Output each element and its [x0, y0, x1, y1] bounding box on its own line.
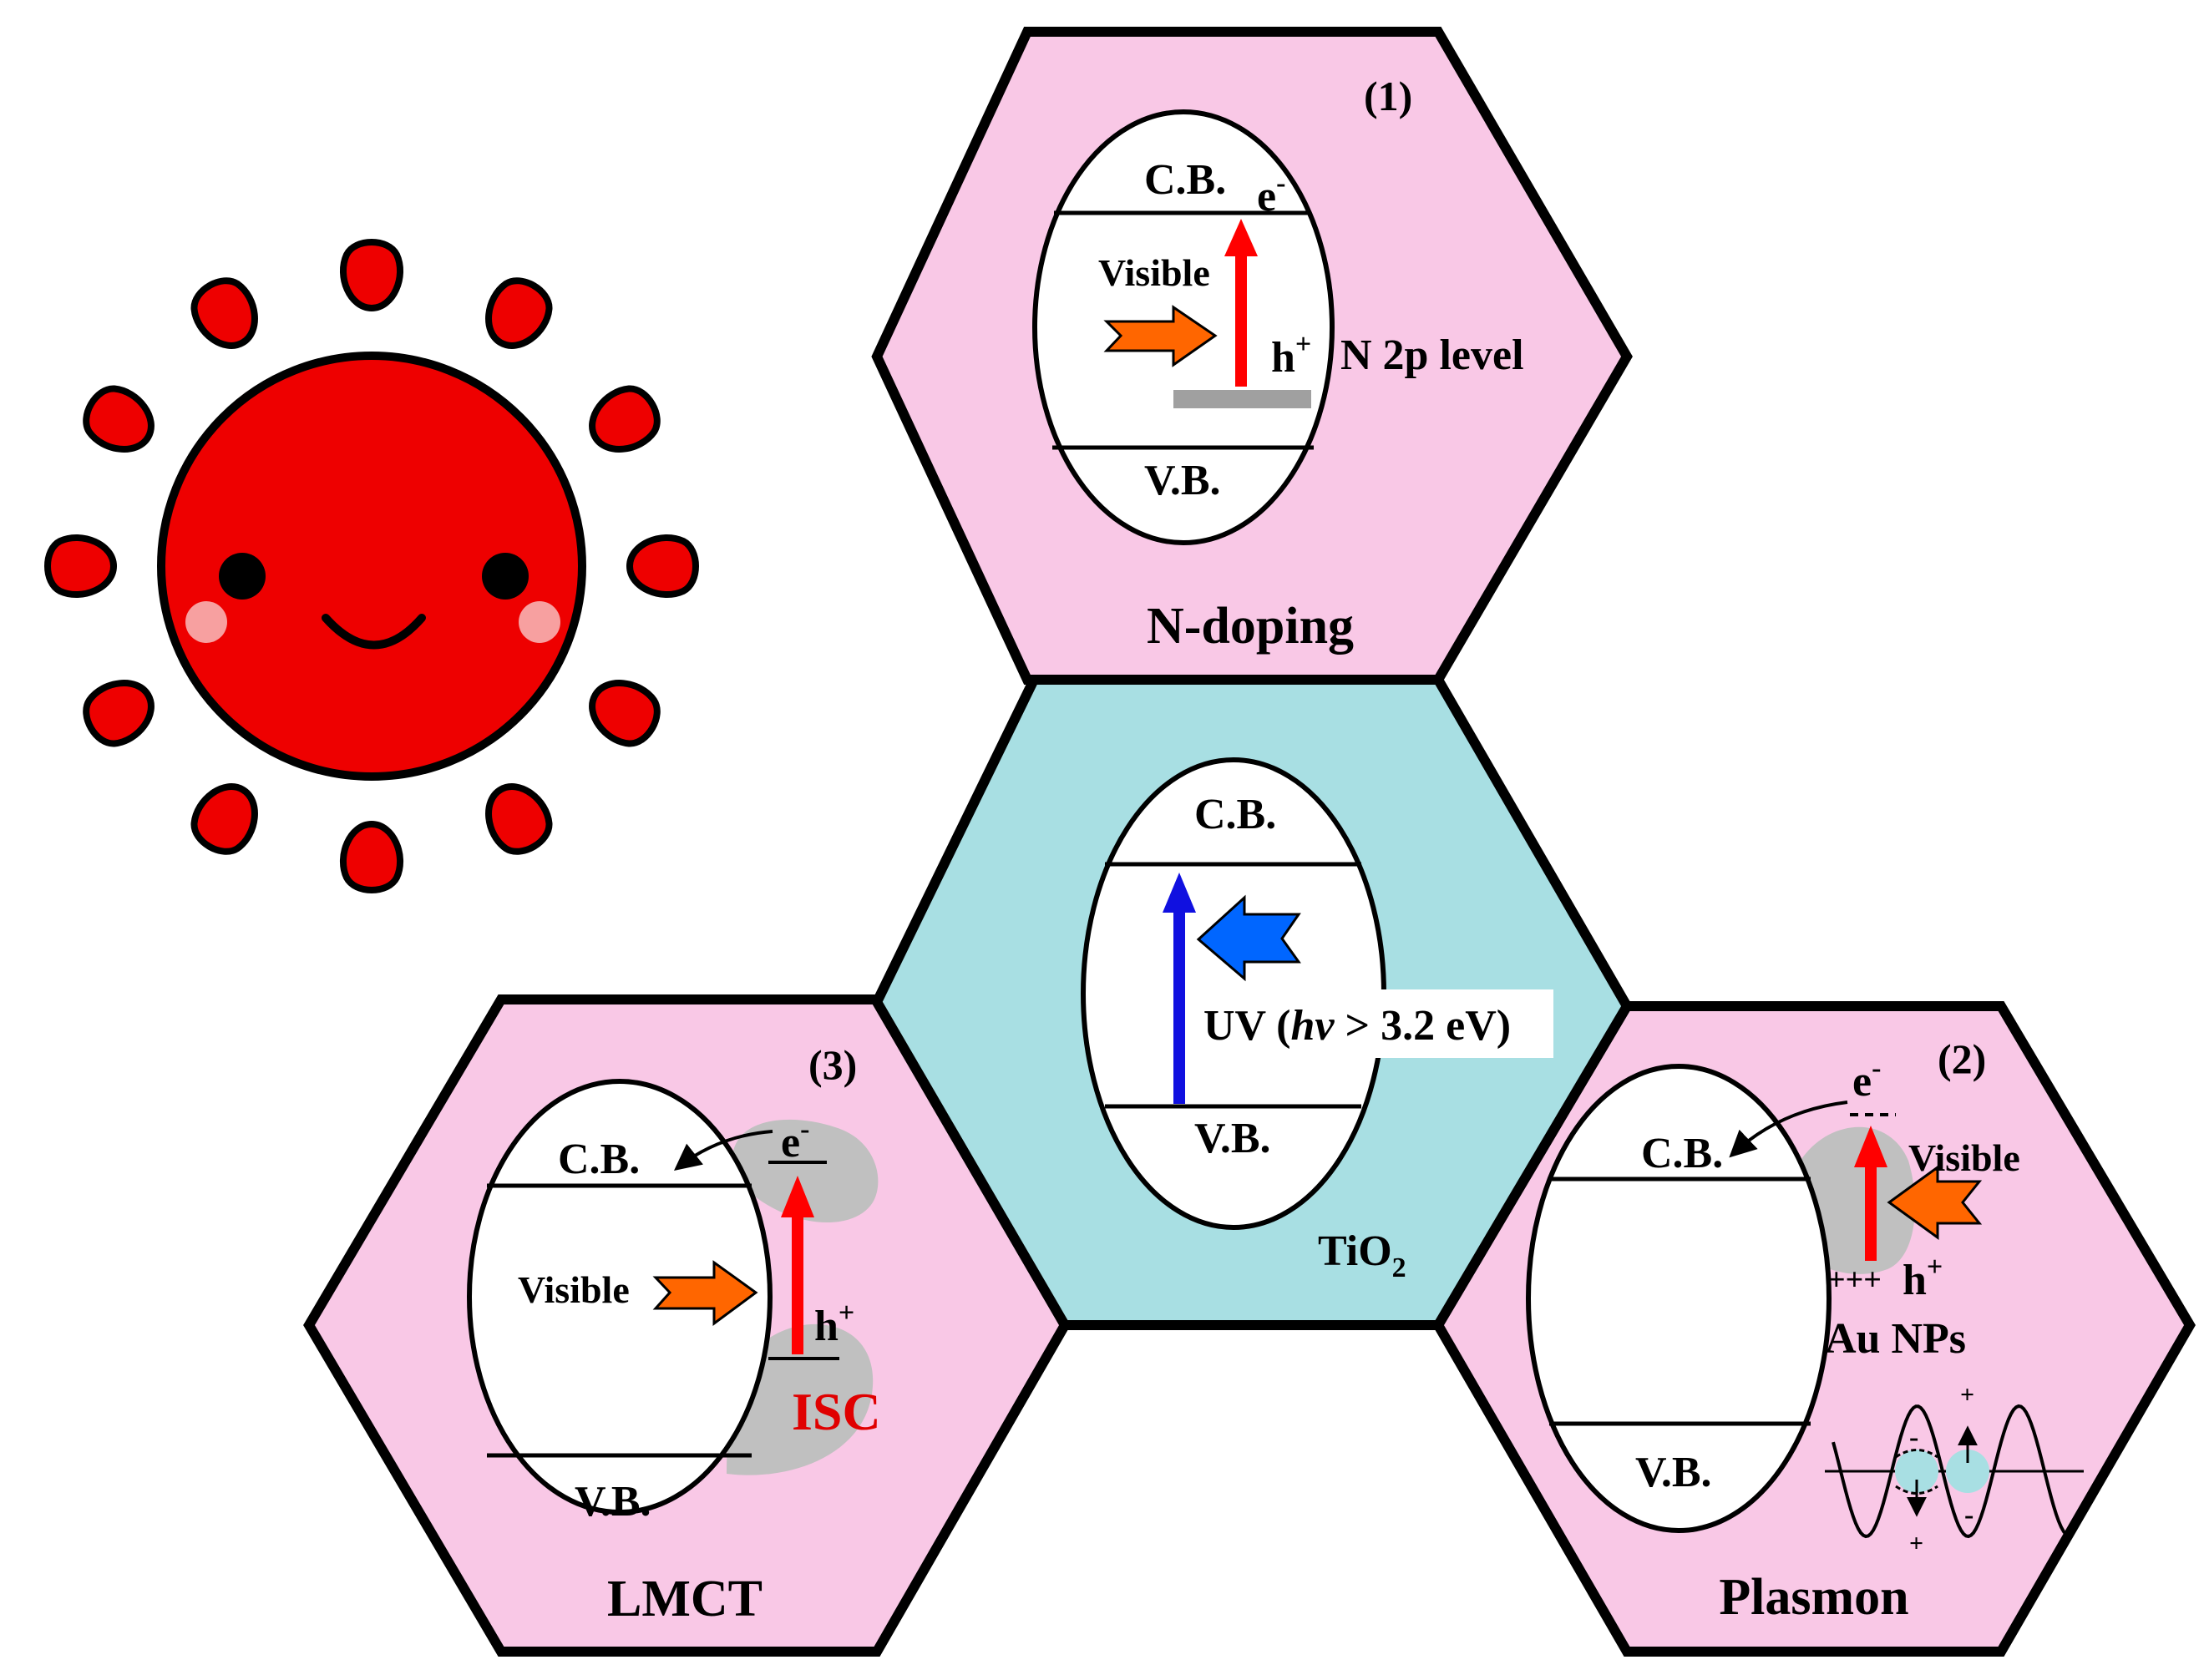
- vb-label: V.B.: [1635, 1449, 1712, 1496]
- material-label: TiO2: [1318, 1227, 1406, 1283]
- hole-label: h+: [814, 1298, 854, 1350]
- cb-label: C.B.: [1194, 791, 1276, 838]
- wave-minus-label: -: [1909, 1422, 1918, 1453]
- sun-ray: [485, 783, 553, 855]
- isc-label: ISC: [792, 1382, 881, 1441]
- visible-label: Visible: [1098, 251, 1210, 294]
- sun-ray: [626, 534, 699, 598]
- sun-ray: [83, 680, 155, 747]
- sun-ray: [83, 385, 155, 453]
- wave-minus-label-bottom: -: [1964, 1500, 1973, 1531]
- panel-number: (2): [1938, 1035, 1986, 1082]
- visible-light-arrow: [652, 1260, 758, 1326]
- plasmon-oscillation-icon: - + + -: [1825, 1381, 2084, 1557]
- n2p-level-bar: [1173, 390, 1311, 408]
- sun-icon: [44, 239, 699, 893]
- uv-light-arrow: [1196, 894, 1301, 982]
- sun-ray: [589, 680, 661, 747]
- uv-label: UV (hv > 3.2 eV): [1203, 1002, 1511, 1050]
- electron-label: e-: [781, 1114, 809, 1166]
- uv-excitation-arrow: [1163, 873, 1196, 913]
- electron-label: e-: [1852, 1053, 1881, 1106]
- hole-label: h+: [1271, 329, 1311, 382]
- sun-rays: [44, 239, 699, 893]
- panel-n-doping: (1) C.B. e- Visible h+ N 2p level V.B. N…: [1032, 73, 1524, 655]
- vb-label: V.B.: [1194, 1115, 1271, 1162]
- hole-label: h+: [1903, 1252, 1943, 1304]
- visible-light-arrow: [1103, 305, 1218, 367]
- wave-plus-label: +: [1960, 1381, 1974, 1409]
- sun-ray: [44, 534, 118, 598]
- cb-label: C.B.: [1641, 1130, 1723, 1177]
- plus-charges: +++: [1827, 1263, 1882, 1298]
- panel-lmct: (3) C.B. e- Visible h+ ISC V.B. LMCT: [467, 1041, 881, 1627]
- electron-label: e-: [1257, 168, 1285, 220]
- panel-number: (1): [1364, 73, 1412, 119]
- visible-label: Visible: [1908, 1136, 2020, 1179]
- excitation-arrow: [781, 1176, 814, 1217]
- n2p-level-label: N 2p level: [1340, 331, 1524, 379]
- visible-light-arrow: [1887, 1165, 1983, 1240]
- vb-label: V.B.: [1144, 457, 1221, 504]
- panel-title: N-doping: [1147, 598, 1354, 655]
- sun-ray: [485, 277, 553, 349]
- sun-ray: [589, 385, 661, 453]
- wave-plus-label-bottom: +: [1909, 1530, 1923, 1557]
- excitation-arrow: [1854, 1126, 1887, 1167]
- cb-label: C.B.: [558, 1136, 640, 1183]
- cb-label: C.B.: [1144, 156, 1226, 204]
- panel-title: Plasmon: [1719, 1569, 1908, 1626]
- panel-tio2: C.B. UV (hv > 3.2 eV) V.B. TiO2: [1081, 757, 1553, 1283]
- vb-label: V.B.: [575, 1478, 651, 1526]
- sun-ray: [340, 820, 403, 893]
- au-nps-label: Au NPs: [1825, 1315, 1966, 1363]
- panel-title: LMCT: [607, 1571, 763, 1627]
- panel-plasmon: (2) C.B. e- Visible +++ h+ Au NPs V.B. P…: [1526, 1035, 2084, 1626]
- sun-ray: [190, 277, 258, 349]
- excitation-arrow: [1224, 219, 1258, 256]
- sun-ray: [190, 783, 258, 855]
- panel-number: (3): [808, 1041, 857, 1088]
- sun-ray: [340, 239, 403, 312]
- visible-label: Visible: [518, 1268, 630, 1311]
